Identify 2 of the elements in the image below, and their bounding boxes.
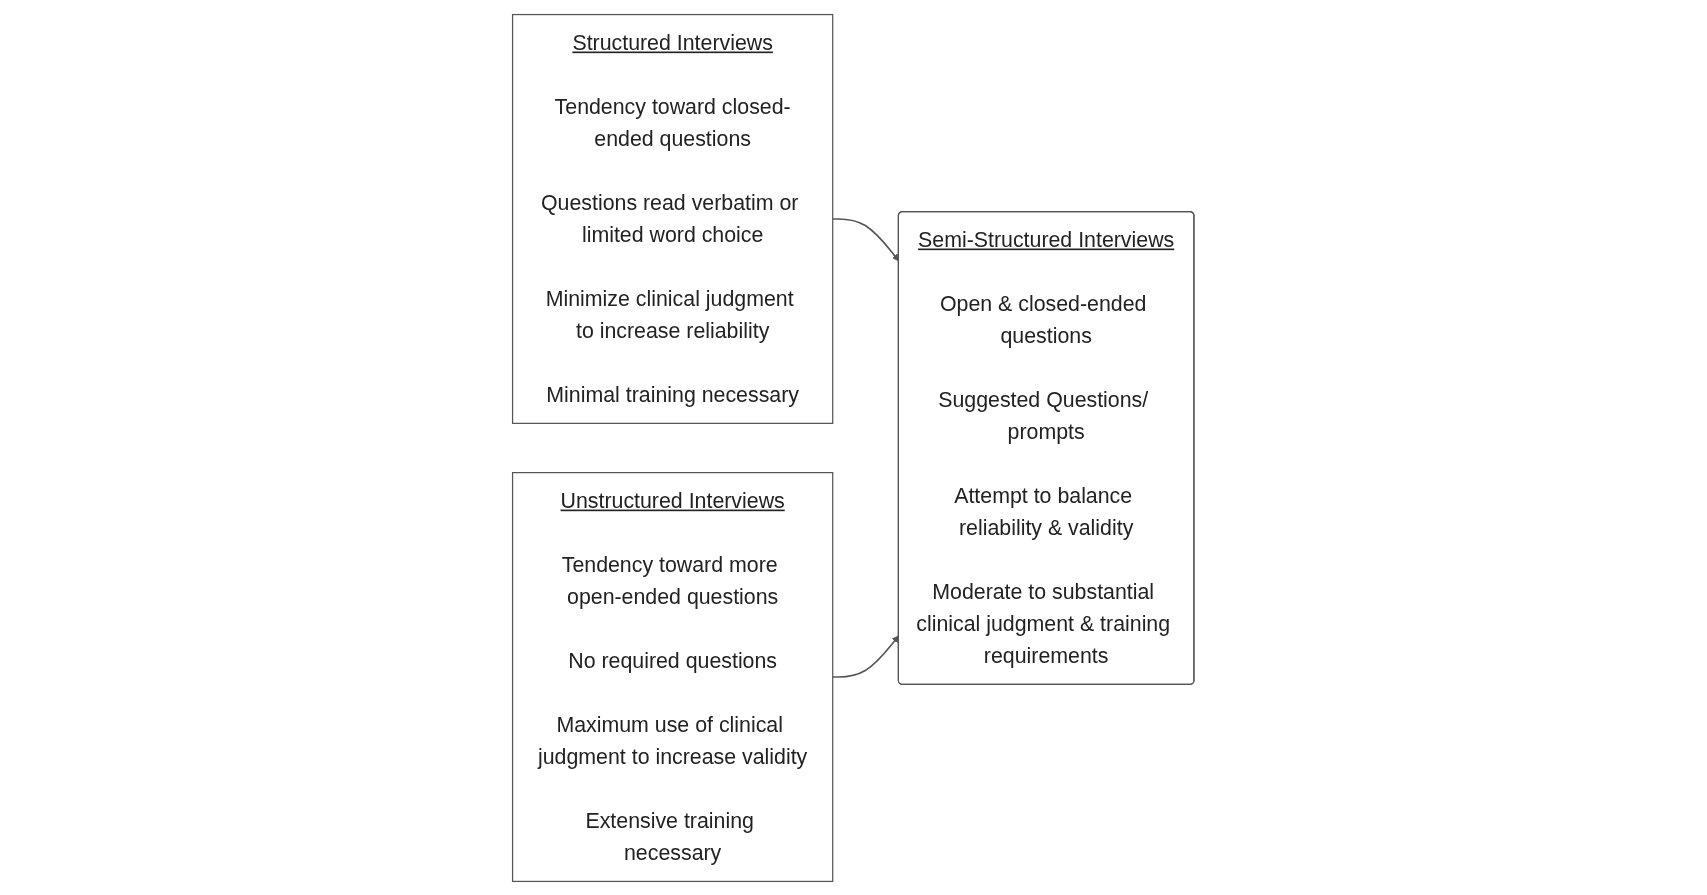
node-box: Structured Interviews Tendency toward closed-ended questions Questions read verbatim or limited word choice Minimize clinical judgment to increase reliability Minimal training necessary bbox=[512, 13, 834, 424]
node-box: Unstructured Interviews Tendency toward more open-ended questions No required questions Maximum use of clinical judgment to increase validity Extensive training necessary bbox=[512, 471, 834, 882]
